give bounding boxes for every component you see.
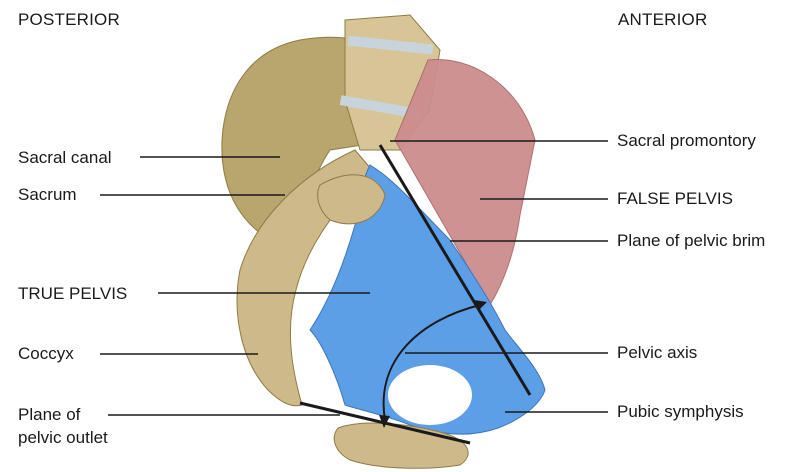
label-sacral-promontory: Sacral promontory <box>617 130 756 151</box>
label-sacral-canal: Sacral canal <box>18 147 112 168</box>
label-plane-outlet-line2: pelvic outlet <box>18 427 108 448</box>
label-false-pelvis: FALSE PELVIS <box>617 188 733 209</box>
obturator-foramen <box>388 365 472 425</box>
label-coccyx: Coccyx <box>18 343 74 364</box>
posterior-heading: POSTERIOR <box>18 10 120 30</box>
label-plane-outlet-line1: Plane of <box>18 404 80 425</box>
label-pelvic-axis: Pelvic axis <box>617 342 697 363</box>
label-pubic-symphysis: Pubic symphysis <box>617 401 744 422</box>
label-plane-pelvic-brim: Plane of pelvic brim <box>617 230 765 251</box>
anterior-heading: ANTERIOR <box>618 10 707 30</box>
label-sacrum: Sacrum <box>18 184 77 205</box>
label-true-pelvis: TRUE PELVIS <box>18 283 127 304</box>
